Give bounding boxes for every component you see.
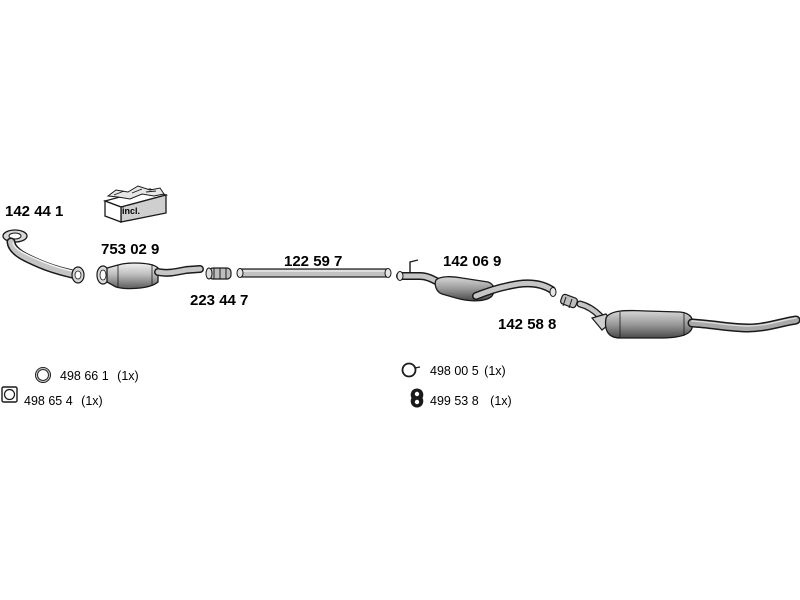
- gasket-part-number: 498 65 4: [24, 394, 73, 408]
- clamp-rear-part: [560, 293, 578, 309]
- catalyst-part: [96, 262, 204, 290]
- rear-silencer-part: [576, 300, 800, 339]
- rubber-ring-quantity: (1x): [484, 364, 506, 378]
- ring-icon: [35, 367, 51, 383]
- front-pipe-part: [2, 229, 85, 284]
- ring-part-number: 498 66 1: [60, 369, 109, 383]
- gasket-accessory-label: 498 65 4 (1x): [24, 394, 103, 408]
- ring-quantity: (1x): [117, 369, 139, 383]
- ring-accessory-label: 498 66 1 (1x): [60, 369, 139, 383]
- middle-pipe-part: [236, 268, 392, 278]
- hanger-quantity: (1x): [490, 394, 512, 408]
- hanger-part-number: 499 53 8: [430, 394, 479, 408]
- centre-silencer-part-number: 142 06 9: [443, 253, 501, 270]
- incl-box-label: incl.: [122, 206, 140, 216]
- rubber-ring-icon: [401, 362, 421, 378]
- clamp-part-number: 223 44 7: [190, 292, 248, 309]
- gasket-icon: [1, 386, 18, 403]
- catalyst-part-number: 753 02 9: [101, 241, 159, 258]
- hanger-icon: [410, 388, 424, 408]
- rubber-ring-accessory-label: 498 00 5 (1x): [430, 364, 506, 378]
- clamp-rear-part-number: 142 58 8: [498, 316, 556, 333]
- rubber-ring-part-number: 498 00 5: [430, 364, 479, 378]
- gasket-quantity: (1x): [81, 394, 103, 408]
- centre-silencer-part: [396, 259, 557, 302]
- middle-pipe-part-number: 122 59 7: [284, 253, 342, 270]
- incl-box-icon: incl.: [102, 185, 169, 223]
- clamp-part: [205, 267, 232, 280]
- front-pipe-part-number: 142 44 1: [5, 203, 63, 220]
- hanger-accessory-label: 499 53 8 (1x): [430, 394, 512, 408]
